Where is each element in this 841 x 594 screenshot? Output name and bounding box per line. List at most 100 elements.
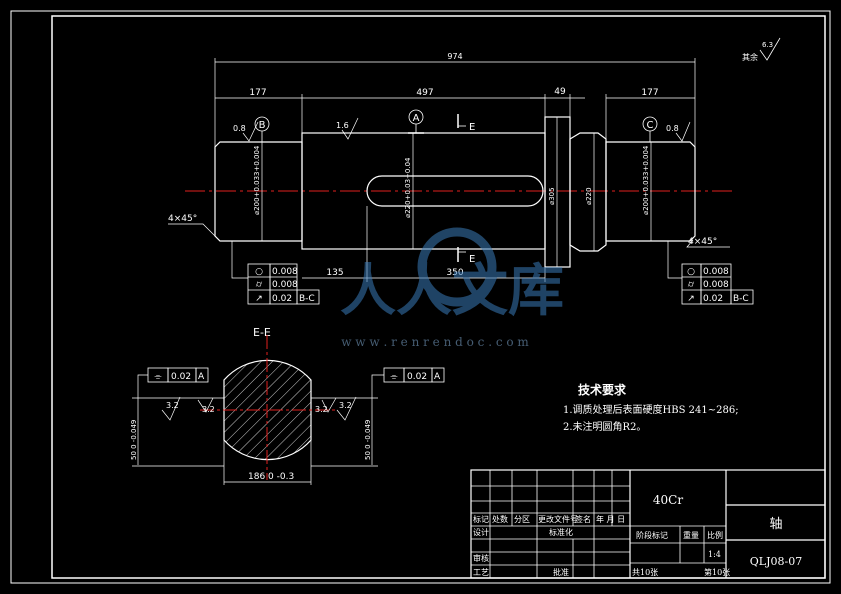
watermark: 人人文库 w w w . r e n r e n d o c . c o m [340,227,564,349]
section-view-title: E-E [253,326,271,339]
watermark-url: w w w . r e n r e n d o c . c o m [341,335,529,349]
tolerance-right-cylindricity-icon: ⌭ [688,280,695,290]
shaft-right-journal [605,141,696,242]
tb-col-date: 年 月 日 [596,514,625,524]
section-marker-bottom: E [457,247,475,265]
dim-collar-length: 49 [554,87,566,97]
requirements-title: 技术要求 [578,382,627,397]
tolerance-left-cylindricity-icon: ⌭ [256,280,263,290]
dim-collar-diameter-1: ⌀305 [548,187,556,205]
tb-drawing-no: QLJ08-07 [750,555,802,568]
datum-a-label: A [413,113,420,124]
requirements-item-2: 2.未注明圆角R2。 [563,420,646,433]
roughness-left-icon [242,121,259,142]
tb-sheet-no: 第10张 [704,567,730,577]
tolerance-frame-right: ○ 0.008 ⌭ 0.008 ↗ 0.02 B-C [667,241,754,305]
watermark-logo-icon [417,227,497,307]
datum-b-label: B [259,120,266,131]
inner-frame [51,15,826,579]
tb-material: 40Cr [653,493,683,507]
tolerance-left-value-2: 0.008 [272,280,298,290]
dim-keyway-length: 350 [446,268,463,278]
tb-design: 设计 [473,527,489,537]
dim-right-diameter: ⌀200+0.033+0.004 [642,145,650,215]
tb-review: 审核 [473,553,489,563]
dim-right-length: 177 [641,88,658,98]
dimension-lines [214,58,696,282]
section-rough-right-1: 3.2 [315,405,328,414]
symmetry-left-ref: A [198,372,205,382]
dim-collar-diameter-2: ⌀220 [585,187,593,205]
dim-keyway-offset: 135 [326,268,343,278]
roughness-mid: 1.6 [336,121,349,130]
tb-approve: 批准 [553,567,569,577]
watermark-text: 人人文库 [340,259,564,324]
symmetry-right-icon: ⌯ [390,372,398,382]
symmetry-right-ref: A [434,372,441,382]
section-rough-left-1: 3.2 [166,401,179,410]
datum-c-label: C [647,120,654,131]
symmetry-right-value: 0.02 [407,372,427,382]
section-key-depth-left: 50 0 -0.049 [130,420,138,460]
shaft-collar-small [569,132,607,252]
datum-b: B [254,116,270,142]
chamfer-right-leader [686,239,730,248]
keyway-slot [366,175,544,207]
tb-scale-value: 1:4 [708,550,721,559]
tolerance-left-circularity-icon: ○ [255,267,263,277]
tolerance-right-circularity-icon: ○ [687,267,695,277]
tolerance-right-value-3: 0.02 [703,294,723,304]
requirements-item-1: 1.调质处理后表面硬度HBS 241~286; [563,403,739,416]
roughness-note-value: 6.3 [762,41,773,49]
section-rough-left-1-icon [161,396,181,421]
tb-scale: 比例 [707,530,723,540]
tb-standard: 标准化 [549,527,573,537]
symmetry-left-icon: ⌯ [154,372,162,382]
roughness-note-label: 其余 [742,52,758,62]
tolerance-right-runout-icon: ↗ [687,294,695,304]
dim-overall-length: 974 [447,52,462,61]
chamfer-left-label: 4×45° [168,214,197,224]
section-key-depth-right: 50 0 -0.049 [364,420,372,460]
tb-col-count: 处数 [492,514,508,524]
datum-a: A [408,109,424,134]
tolerance-left-reference: B-C [299,294,315,304]
tolerance-left-value-3: 0.02 [272,294,292,304]
section-rough-right-2-icon [336,396,357,421]
dim-left-length: 177 [249,88,266,98]
section-view: 186 0 -0.3 ⌯ 0.02 A 50 0 -0.049 3.2 3.2 … [130,335,445,485]
section-e-top-label: E [469,122,475,133]
section-marker-top: E [457,114,475,133]
roughness-right: 0.8 [666,124,679,133]
tb-col-zone: 分区 [514,515,530,524]
shaft-outline [214,116,696,268]
section-key-width: 186 0 -0.3 [248,472,294,482]
dim-mid-diameter: ⌀220+0.03+0.04 [404,157,412,218]
tb-col-doc: 更改文件号 [538,514,578,524]
dim-mid-length: 497 [416,88,433,98]
section-rough-right-1-icon [321,397,337,413]
roughness-left: 0.8 [233,124,246,133]
roughness-symbol-icon [759,37,781,61]
tb-col-sign: 签名 [575,514,591,524]
tolerance-right-value-2: 0.008 [703,280,729,290]
roughness-note: 其余 6.3 [742,37,781,62]
chamfer-left-leader [168,223,218,239]
tb-process: 工艺 [473,568,489,577]
roughness-right-icon [675,121,691,142]
tolerance-left-runout-icon: ↗ [255,294,263,304]
tolerance-frame-left: ○ 0.008 ⌭ 0.008 ↗ 0.02 B-C [231,241,320,305]
dim-left-diameter: ⌀200+0.033+0.004 [253,145,261,215]
section-rough-right-2: 3.2 [339,401,352,410]
outer-border [10,10,831,584]
roughness-mid-icon [341,117,359,140]
section-rough-left-2: 3.2 [202,405,215,414]
tolerance-right-value-1: 0.008 [703,267,729,277]
datum-c: C [642,116,658,142]
section-rough-left-2-icon [197,397,214,413]
tolerance-left-value-1: 0.008 [272,267,298,277]
tolerance-right-reference: B-C [733,294,749,304]
tb-stage-mark: 阶段标记 [636,530,668,540]
